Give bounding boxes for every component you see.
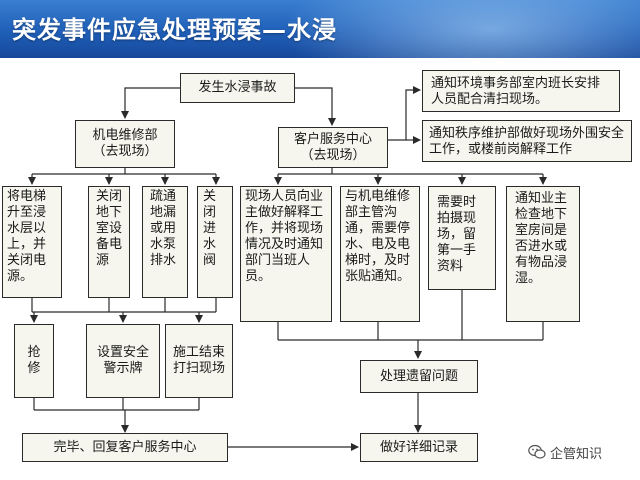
watermark-text: 企管知识 — [550, 446, 603, 462]
node-mech-department: 机电维修部（去现场） — [75, 120, 175, 168]
header-sheen — [280, 0, 640, 58]
node-notify-order: 通知秩序维护部做好现场外围安全工作，或楼前岗解释工作 — [422, 120, 632, 162]
node-cs-explain: 现场人员向业主做好解释工作，并将现场情况及时通知部门当班人员。 — [240, 186, 332, 322]
node-mech-drain: 疏通地漏或用水泵排水 — [142, 186, 188, 298]
wechat-icon — [528, 444, 546, 459]
node-mech-valve: 关闭进水阀 — [197, 186, 233, 298]
node-mech-elevator: 将电梯升至浸水层以上，并关闭电源。 — [2, 186, 62, 298]
node-notify-environment: 通知环境事务部室内班长安排人员配合清扫现场。 — [422, 70, 620, 112]
node-cleanup: 施工结束打扫现场 — [165, 324, 233, 398]
page-title: 突发事件应急处理预案—水浸 — [12, 16, 337, 44]
node-cs-coordinate: 与机电维修部主管沟通，需要停水、电及电梯时，及时张贴通知。 — [340, 186, 420, 322]
node-cs-photo: 需要时拍摄现场，留第一手资料 — [428, 186, 496, 290]
node-cs-notify-owner: 通知业主检查地下室房间是否进水或有物品浸湿。 — [506, 186, 580, 322]
node-residual-issues: 处理遗留问题 — [360, 360, 478, 393]
watermark: 企管知识 — [528, 442, 640, 462]
node-warning-sign: 设置安全警示牌 — [86, 324, 160, 398]
node-customer-service: 客户服务中心（去现场） — [278, 127, 388, 168]
node-mech-basement-power: 关闭地下室设备电源 — [88, 186, 130, 298]
node-finish-reply: 完毕、回复客户服务中心 — [22, 433, 228, 462]
header-banner: 突发事件应急处理预案—水浸 — [0, 0, 640, 58]
node-start: 发生水浸事故 — [180, 73, 295, 103]
node-rescue: 抢修 — [14, 324, 54, 398]
node-detailed-record: 做好详细记录 — [360, 433, 478, 462]
